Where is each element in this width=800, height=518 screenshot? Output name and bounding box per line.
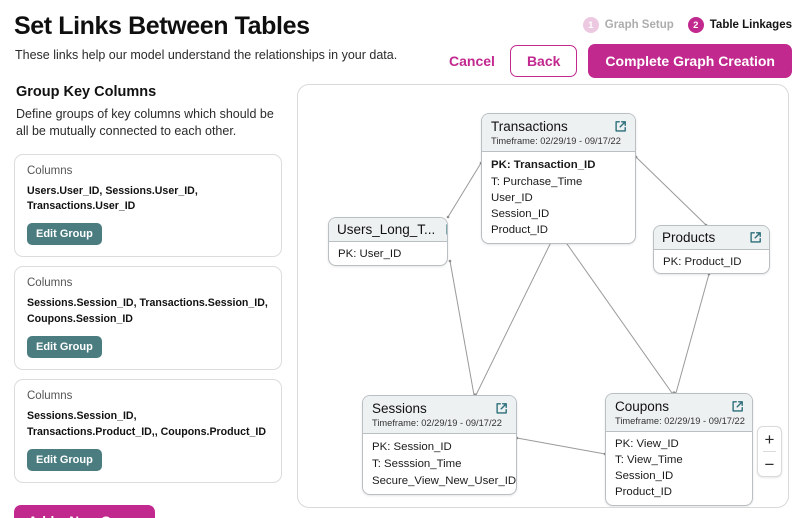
edge-endpoint-dot xyxy=(448,259,452,263)
zoom-out-button[interactable]: − xyxy=(758,452,781,476)
step-2-number: 2 xyxy=(687,17,704,33)
group-card: Columns Sessions.Session_ID, Transaction… xyxy=(14,266,282,371)
step-indicator: 1 Graph Setup 2 Table Linkages xyxy=(582,17,792,33)
group-columns-value: Sessions.Session_ID, Transactions.Sessio… xyxy=(27,297,268,325)
page-subtitle: These links help our model understand th… xyxy=(15,48,398,62)
page-title: Set Links Between Tables xyxy=(14,12,310,40)
external-link-icon[interactable] xyxy=(731,400,744,413)
node-header: Coupons Timeframe: 02/29/19 - 09/17/22 xyxy=(606,394,752,432)
edge-transactions-products xyxy=(635,156,707,226)
table-node-products[interactable]: Products PK: Product_ID xyxy=(653,225,770,274)
group-card: Columns Sessions.Session_ID, Transaction… xyxy=(14,379,282,483)
table-node-sessions[interactable]: Sessions Timeframe: 02/29/19 - 09/17/22 … xyxy=(362,395,517,495)
edge-users-sessions xyxy=(449,260,475,396)
zoom-controls: + − xyxy=(757,426,782,477)
node-row: PK: Session_ID xyxy=(372,440,452,453)
edit-group-button[interactable]: Edit Group xyxy=(27,223,102,246)
group-columns-label: Columns xyxy=(27,277,73,290)
external-link-icon[interactable] xyxy=(495,402,508,415)
group-columns-label: Columns xyxy=(27,390,73,403)
step-2-label: Table Linkages xyxy=(709,19,792,31)
node-row: T: Purchase_Time xyxy=(491,175,583,188)
node-row: Product_ID xyxy=(491,224,548,236)
graph-canvas[interactable]: Transactions Timeframe: 02/29/19 - 09/17… xyxy=(297,84,789,508)
node-row: Product_ID xyxy=(615,486,672,498)
group-columns-value: Sessions.Session_ID, Transactions.Produc… xyxy=(27,410,266,438)
node-header: Products xyxy=(654,226,769,250)
header-actions: Cancel Back Complete Graph Creation xyxy=(445,44,792,78)
cancel-button[interactable]: Cancel xyxy=(445,49,499,73)
node-row: User_ID xyxy=(491,192,533,204)
group-columns-label: Columns xyxy=(27,164,73,177)
step-graph-setup[interactable]: 1 Graph Setup xyxy=(582,17,674,33)
node-body: PK: View_ID T: View_Time Session_ID Prod… xyxy=(606,432,752,505)
node-row: Session_ID xyxy=(615,470,674,482)
edge-transactions-coupons xyxy=(559,233,673,394)
node-row: Session_ID xyxy=(491,208,550,220)
table-node-transactions[interactable]: Transactions Timeframe: 02/29/19 - 09/17… xyxy=(481,113,636,244)
edge-endpoint-dot xyxy=(446,215,450,219)
edit-group-button[interactable]: Edit Group xyxy=(27,336,102,359)
node-title: Transactions xyxy=(491,119,568,134)
node-row: T: Sesssion_Time xyxy=(372,457,462,470)
node-timeframe: Timeframe: 02/29/19 - 09/17/22 xyxy=(615,416,745,426)
table-node-users-long-t[interactable]: Users_Long_T... PK: User_ID xyxy=(328,217,448,266)
external-link-icon[interactable] xyxy=(445,223,448,236)
step-1-number: 1 xyxy=(582,17,599,33)
node-body: PK: User_ID xyxy=(329,242,447,265)
zoom-separator xyxy=(763,451,776,452)
group-columns-value: Users.User_ID, Sessions.User_ID, Transac… xyxy=(27,184,198,213)
node-header: Sessions Timeframe: 02/29/19 - 09/17/22 xyxy=(363,396,516,434)
complete-graph-creation-button[interactable]: Complete Graph Creation xyxy=(588,44,792,78)
step-table-linkages[interactable]: 2 Table Linkages xyxy=(687,17,792,33)
external-link-icon[interactable] xyxy=(614,120,627,133)
node-timeframe: Timeframe: 02/29/19 - 09/17/22 xyxy=(491,136,621,146)
zoom-in-button[interactable]: + xyxy=(758,427,781,451)
node-row: PK: User_ID xyxy=(338,247,402,260)
edge-sessions-coupons xyxy=(516,437,606,455)
node-row: Secure_View_New_User_ID xyxy=(372,474,517,487)
node-header: Transactions Timeframe: 02/29/19 - 09/17… xyxy=(482,114,635,152)
sidebar: Group Key Columns Define groups of key c… xyxy=(14,84,282,518)
node-row: T: View_Time xyxy=(615,454,683,466)
node-row: PK: Transaction_ID xyxy=(491,158,596,171)
sidebar-description: Define groups of key columns which shoul… xyxy=(16,107,274,138)
back-button[interactable]: Back xyxy=(509,45,578,77)
node-timeframe: Timeframe: 02/29/19 - 09/17/22 xyxy=(372,418,502,428)
group-card: Columns Users.User_ID, Sessions.User_ID,… xyxy=(14,153,282,258)
external-link-icon[interactable] xyxy=(749,231,762,244)
node-row: PK: Product_ID xyxy=(663,255,742,268)
node-header: Users_Long_T... xyxy=(329,218,447,242)
node-body: PK: Session_ID T: Sesssion_Time Secure_V… xyxy=(363,434,516,494)
sidebar-title: Group Key Columns xyxy=(16,84,157,100)
node-title: Coupons xyxy=(615,399,670,414)
node-body: PK: Product_ID xyxy=(654,250,769,273)
node-body: PK: Transaction_ID T: Purchase_Time User… xyxy=(482,152,635,243)
edge-transactions-sessions xyxy=(475,233,556,396)
edit-group-button[interactable]: Edit Group xyxy=(27,448,102,471)
node-row: PK: View_ID xyxy=(615,438,679,450)
edge-users-transactions xyxy=(447,162,482,218)
node-title: Products xyxy=(662,230,716,245)
add-new-group-button[interactable]: Add a New Group xyxy=(14,504,156,518)
step-1-label: Graph Setup xyxy=(604,19,674,31)
node-title: Sessions xyxy=(372,401,427,416)
edge-products-coupons xyxy=(675,273,710,394)
table-node-coupons[interactable]: Coupons Timeframe: 02/29/19 - 09/17/22 P… xyxy=(605,393,753,506)
node-title: Users_Long_T... xyxy=(337,222,436,237)
